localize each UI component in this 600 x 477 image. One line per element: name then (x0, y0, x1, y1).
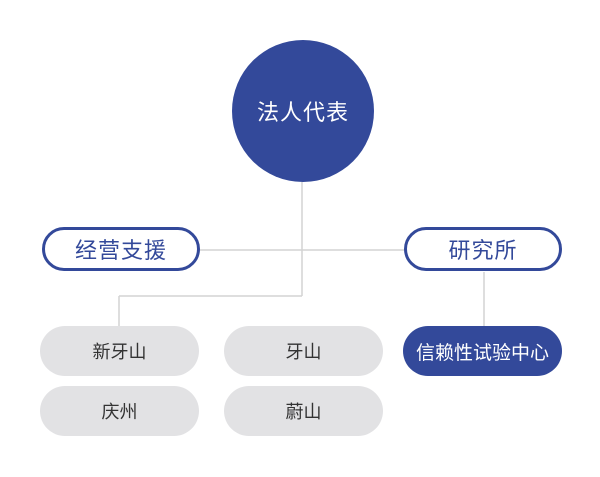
branch-node-left: 经营支援 (42, 227, 200, 271)
unit-node-4: 蔚山 (224, 386, 383, 436)
branch-label-right: 研究所 (448, 239, 518, 264)
unit-node-1: 新牙山 (40, 326, 199, 376)
unit-label-2: 牙山 (285, 342, 322, 363)
research-unit-label: 信赖性试验中心 (415, 341, 549, 364)
research-unit-node: 信赖性试验中心 (403, 326, 562, 376)
unit-label-3: 庆州 (101, 402, 138, 423)
unit-label-4: 蔚山 (285, 402, 322, 423)
unit-label-1: 新牙山 (92, 342, 147, 363)
unit-node-2: 牙山 (224, 326, 383, 376)
branch-label-left: 经营支援 (74, 239, 167, 264)
unit-node-3: 庆州 (40, 386, 199, 436)
branch-node-right: 研究所 (404, 227, 562, 271)
root-node: 法人代表 (232, 40, 374, 182)
root-label: 法人代表 (256, 101, 349, 126)
